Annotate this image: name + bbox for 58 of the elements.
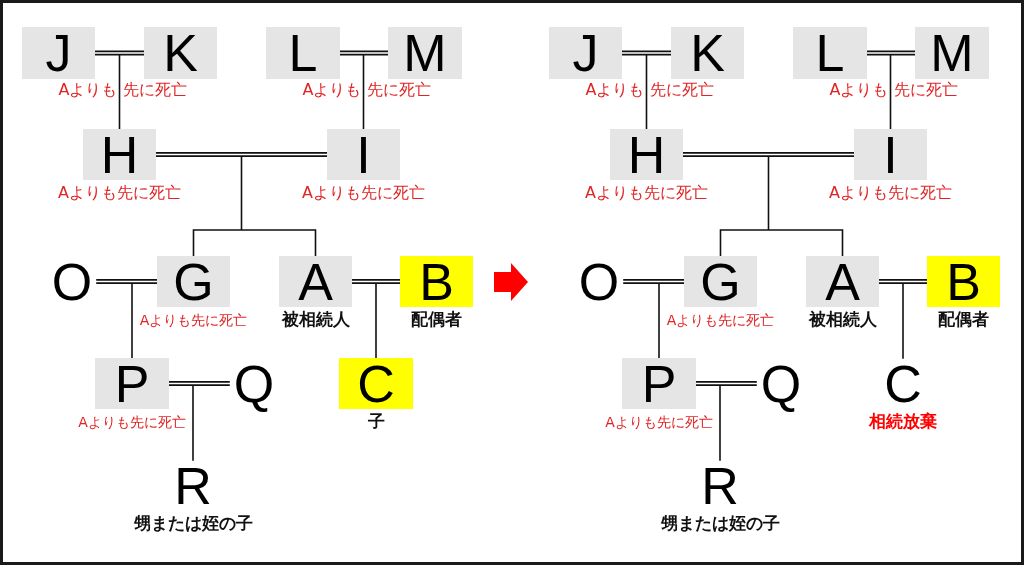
- person-box: G: [157, 256, 230, 307]
- node-label: Aよりも先に死亡: [58, 183, 181, 203]
- person-box: B: [927, 256, 1000, 307]
- note-label: Aよりも 先に死亡: [58, 80, 187, 100]
- family-line: [155, 152, 328, 257]
- person-box: B: [400, 256, 473, 307]
- note-label: Aよりも 先に死亡: [829, 80, 958, 100]
- family-line: [682, 152, 855, 257]
- family-line: [623, 279, 685, 359]
- person-box: P: [622, 358, 696, 409]
- node-label: Aよりも先に死亡: [78, 413, 186, 431]
- person-box: K: [671, 27, 744, 79]
- person-box: I: [327, 129, 400, 180]
- family-line: [96, 279, 158, 359]
- person-box: K: [144, 27, 217, 79]
- person-letter: R: [168, 460, 218, 511]
- person-box: M: [915, 27, 989, 79]
- family-line: [866, 50, 916, 130]
- person-box: I: [854, 129, 927, 180]
- person-letter: R: [695, 460, 745, 511]
- node-label: 配偶者: [938, 310, 989, 330]
- person-letter: O: [574, 256, 624, 307]
- node-label: Aよりも先に死亡: [605, 413, 713, 431]
- family-line: [339, 50, 389, 130]
- person-box: A: [279, 256, 352, 307]
- person-box: M: [388, 27, 462, 79]
- family-line: [621, 50, 672, 130]
- note-label: Aよりも 先に死亡: [302, 80, 431, 100]
- person-box: A: [806, 256, 879, 307]
- node-label: 甥または姪の子: [660, 514, 780, 534]
- person-letter: O: [47, 256, 97, 307]
- person-box: C: [339, 358, 413, 409]
- person-box: H: [83, 129, 156, 180]
- node-label: 子: [367, 412, 385, 432]
- person-box: L: [266, 27, 340, 79]
- node-label: Aよりも先に死亡: [585, 183, 708, 203]
- person-box: P: [95, 358, 169, 409]
- node-label: 甥または姪の子: [133, 514, 253, 534]
- note-label: Aよりも 先に死亡: [585, 80, 714, 100]
- person-letter: C: [878, 358, 928, 409]
- person-box: G: [684, 256, 757, 307]
- person-box: L: [793, 27, 867, 79]
- node-label: Aよりも先に死亡: [829, 183, 952, 203]
- family-line: [168, 381, 230, 461]
- node-label: Aよりも先に死亡: [139, 311, 248, 329]
- person-box: J: [22, 27, 95, 79]
- family-line: [351, 279, 401, 359]
- node-label: 被相続人: [281, 310, 350, 330]
- node-label: Aよりも先に死亡: [302, 183, 425, 203]
- family-line: [695, 381, 757, 461]
- person-box: J: [549, 27, 622, 79]
- node-label: 被相続人: [808, 310, 877, 330]
- family-line: [878, 279, 928, 359]
- node-label: Aよりも先に死亡: [666, 311, 775, 329]
- node-label: 配偶者: [411, 310, 462, 330]
- family-line: [94, 50, 145, 130]
- node-label: 相続放棄: [869, 412, 937, 432]
- person-box: H: [610, 129, 683, 180]
